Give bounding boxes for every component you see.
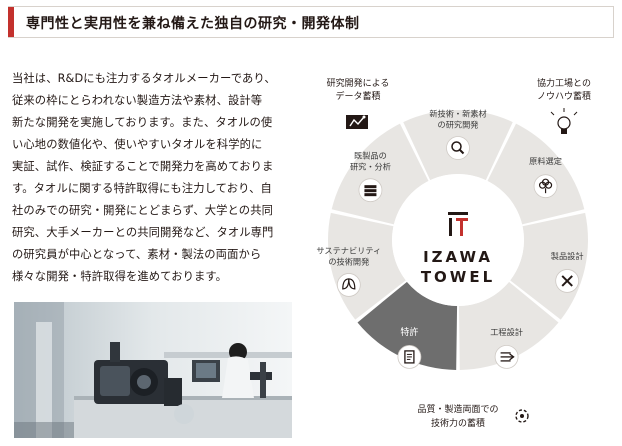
rd-cycle-diagram: 新技術・新素材の研究開発原料選定製品設計工程設計 特許 サステナビリティの技術開発 既… — [300, 60, 622, 446]
caption-top-right-line1: 協力工場との — [537, 77, 591, 89]
section-title: 専門性と実用性を兼ね備えた独自の研究・開発体制 — [26, 16, 360, 32]
body-line: す。タオルに関する特許取得にも注力しており、自 — [12, 182, 272, 195]
segment-label: 研究・分析 — [350, 162, 391, 172]
gear-hand-icon — [515, 409, 529, 423]
towel-stack-icon — [358, 178, 383, 203]
caption-top-left-line1: 研究開発による — [327, 77, 390, 89]
caption-top-right: 協力工場との ノウハウ蓄積 — [537, 77, 591, 134]
segment-label: 原料選定 — [529, 156, 562, 166]
body-line: 実証、試作、検証することで開発力を高めておりま — [12, 160, 274, 173]
caption-top-left-line2: データ蓄積 — [335, 90, 380, 102]
caption-top-right-line2: ノウハウ蓄積 — [537, 90, 591, 102]
body-line: 社のみでの研究・開発にとどまらず、大学との共同 — [12, 204, 274, 217]
patent-document-icon — [397, 345, 422, 369]
process-icon — [494, 345, 519, 369]
segment-label: 製品設計 — [551, 251, 584, 261]
tools-icon — [555, 269, 580, 293]
caption-bottom: 品質・製造両面での 技術力の蓄積 — [417, 403, 529, 429]
cotton-icon — [533, 174, 558, 199]
caption-bottom-line2: 技術力の蓄積 — [431, 417, 485, 429]
leaf-icon — [336, 273, 361, 297]
ring-segment — [487, 123, 585, 225]
laboratory-photo — [14, 302, 292, 438]
body-line: 様々な開発・特許取得を進めております。 — [12, 270, 228, 283]
logo-text-izawa: IZAWA — [423, 248, 493, 266]
segment-label: サステナビリティ — [316, 245, 381, 255]
body-paragraph: 当社は、R&Dにも注力するタオルメーカーであり、 従来の枠にとらわれない製造方法… — [12, 68, 302, 288]
magnifier-icon — [446, 136, 470, 160]
ring-segment — [357, 281, 458, 370]
ring-segment — [510, 212, 588, 320]
caption-top-left: 研究開発による データ蓄積 — [327, 77, 390, 129]
segment-label: 工程設計 — [490, 327, 523, 337]
body-line: 当社は、R&Dにも注力するタオルメーカーであり、 — [12, 72, 276, 85]
body-line: 新たな開発を実施しております。また、タオルの使 — [12, 116, 273, 129]
header-accent-bar — [8, 7, 14, 37]
logo-text-towel: TOWEL — [421, 268, 495, 286]
section-header: 専門性と実用性を兼ね備えた独自の研究・開発体制 — [8, 6, 614, 38]
body-line: 研究、大手メーカーとの共同開発など、タオル専門 — [12, 226, 274, 239]
data-storage-icon — [346, 115, 368, 129]
body-line: の研究員が中心となって、素材・製法の両面から — [12, 248, 262, 261]
segment-label: の研究開発 — [438, 120, 479, 130]
laboratory-photo-illustration — [14, 302, 292, 438]
caption-bottom-line1: 品質・製造両面での — [417, 403, 498, 415]
body-line: 従来の枠にとらわれない製造方法や素材、設計等 — [12, 94, 263, 107]
segment-label: 特許 — [400, 326, 418, 338]
center-circle — [392, 174, 524, 306]
body-line: い心地の数値化や、使いやすいタオルを科学的に — [12, 138, 263, 151]
segment-label: の技術開発 — [328, 256, 369, 266]
ring-segment — [458, 281, 559, 370]
segment-label: 既製品の — [354, 151, 387, 161]
segment-label: 新技術・新素材 — [429, 109, 486, 119]
izawa-logo-mark — [448, 212, 468, 236]
ring-segment — [331, 123, 429, 225]
lightbulb-icon — [550, 108, 578, 134]
